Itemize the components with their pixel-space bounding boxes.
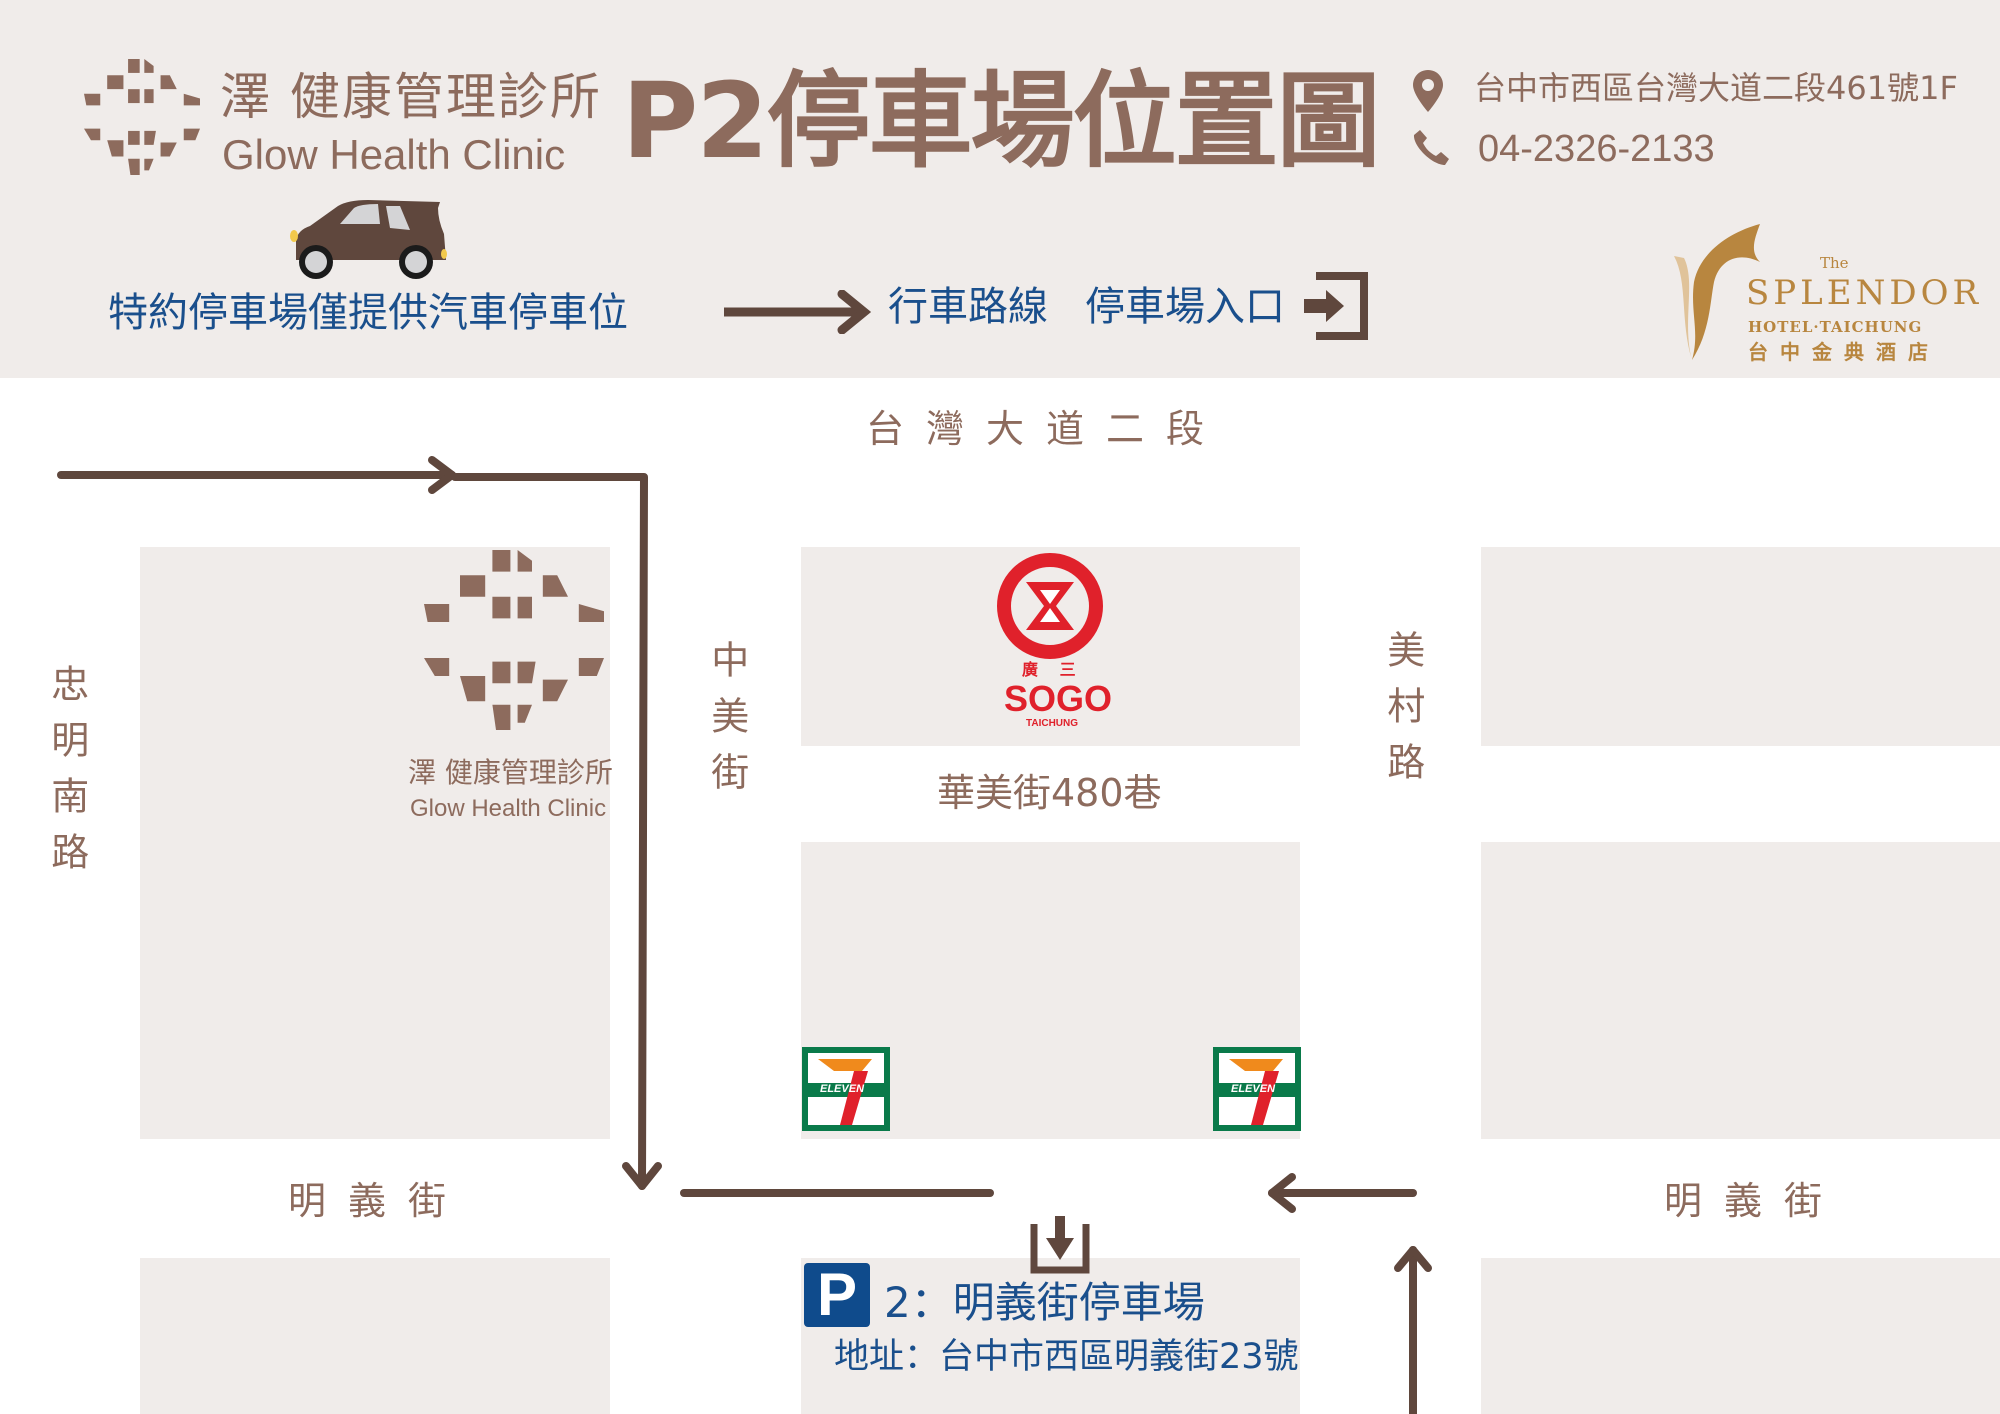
parking-entrance-icon	[1030, 1216, 1090, 1274]
phone-text: 04-2326-2133	[1478, 128, 1715, 170]
route-left-arrow	[1268, 1173, 1417, 1213]
sogo-zh: 廣 三	[1022, 660, 1084, 679]
enter-icon	[1304, 272, 1368, 340]
legend-route-label: 行車路線	[888, 284, 1048, 330]
phone-icon	[1413, 130, 1449, 165]
sogo-logo-icon	[997, 553, 1103, 659]
hotel-logo: The SPLENDOR HOTEL·TAICHUNG 台中金典酒店	[1670, 222, 1978, 372]
street-label-left: 忠明南路	[44, 664, 89, 888]
street-label-bottom-right: 明義街	[1664, 1179, 1845, 1223]
street-label-lane: 華美街480巷	[937, 771, 1162, 815]
route-top-arrow-right	[57, 456, 456, 494]
hotel-logo-name: SPLENDOR	[1746, 273, 1983, 313]
parking-address: 地址：台中市西區明義街23號	[834, 1337, 1299, 1377]
page-title: P2停車場位置圖	[622, 60, 1381, 182]
clinic-name-en: Glow Health Clinic	[222, 131, 566, 178]
hotel-logo-sub: HOTEL·TAICHUNG	[1748, 318, 1923, 336]
route-up-arrow	[1394, 1246, 1432, 1414]
block-bottom-right	[1481, 1258, 2000, 1414]
block-right-middle	[1481, 842, 2000, 1139]
parking-label: 2：明義街停車場	[884, 1278, 1205, 1327]
address-text: 台中市西區台灣大道二段461號1F	[1474, 69, 1958, 107]
street-label-top: 台灣大道二段	[866, 407, 1227, 451]
sogo-city: TAICHUNG	[1026, 718, 1079, 729]
seven-eleven-right: ELEVEN	[1213, 1047, 1301, 1131]
clinic-map-name-en: Glow Health Clinic	[410, 795, 607, 822]
street-label-bottom-left: 明義街	[288, 1179, 469, 1223]
hotel-logo-the: The	[1820, 254, 1849, 272]
sogo-name: SOGO	[1004, 678, 1113, 719]
location-pin-icon	[1413, 70, 1443, 112]
block-parking	[801, 1258, 1300, 1414]
hotel-logo-zh: 台中金典酒店	[1748, 340, 1940, 364]
seven-eleven-left: ELEVEN	[802, 1047, 890, 1131]
parking-p-letter: P	[816, 1261, 858, 1328]
clinic-map-name-zh: 澤 健康管理診所	[408, 756, 613, 789]
clinic-name-zh: 澤 健康管理診所	[220, 68, 602, 126]
block-clinic	[140, 547, 610, 1139]
parking-note: 特約停車場僅提供汽車停車位	[108, 290, 628, 336]
car-icon	[290, 200, 447, 279]
block-right-top	[1481, 547, 2000, 746]
street-label-middle: 中美街	[704, 640, 749, 808]
seven-eleven-label: ELEVEN	[820, 1083, 865, 1095]
block-bottom-left	[140, 1258, 610, 1414]
parking-p-icon: P	[804, 1263, 870, 1327]
arrow-right-icon	[724, 290, 872, 334]
street-label-right: 美村路	[1380, 630, 1425, 798]
legend-entrance-label: 停車場入口	[1085, 284, 1285, 330]
hotel-swirl-icon	[1674, 224, 1760, 360]
header-banner	[0, 0, 2000, 378]
route-down-arrow	[451, 473, 662, 1190]
seven-eleven-label: ELEVEN	[1231, 1083, 1276, 1095]
